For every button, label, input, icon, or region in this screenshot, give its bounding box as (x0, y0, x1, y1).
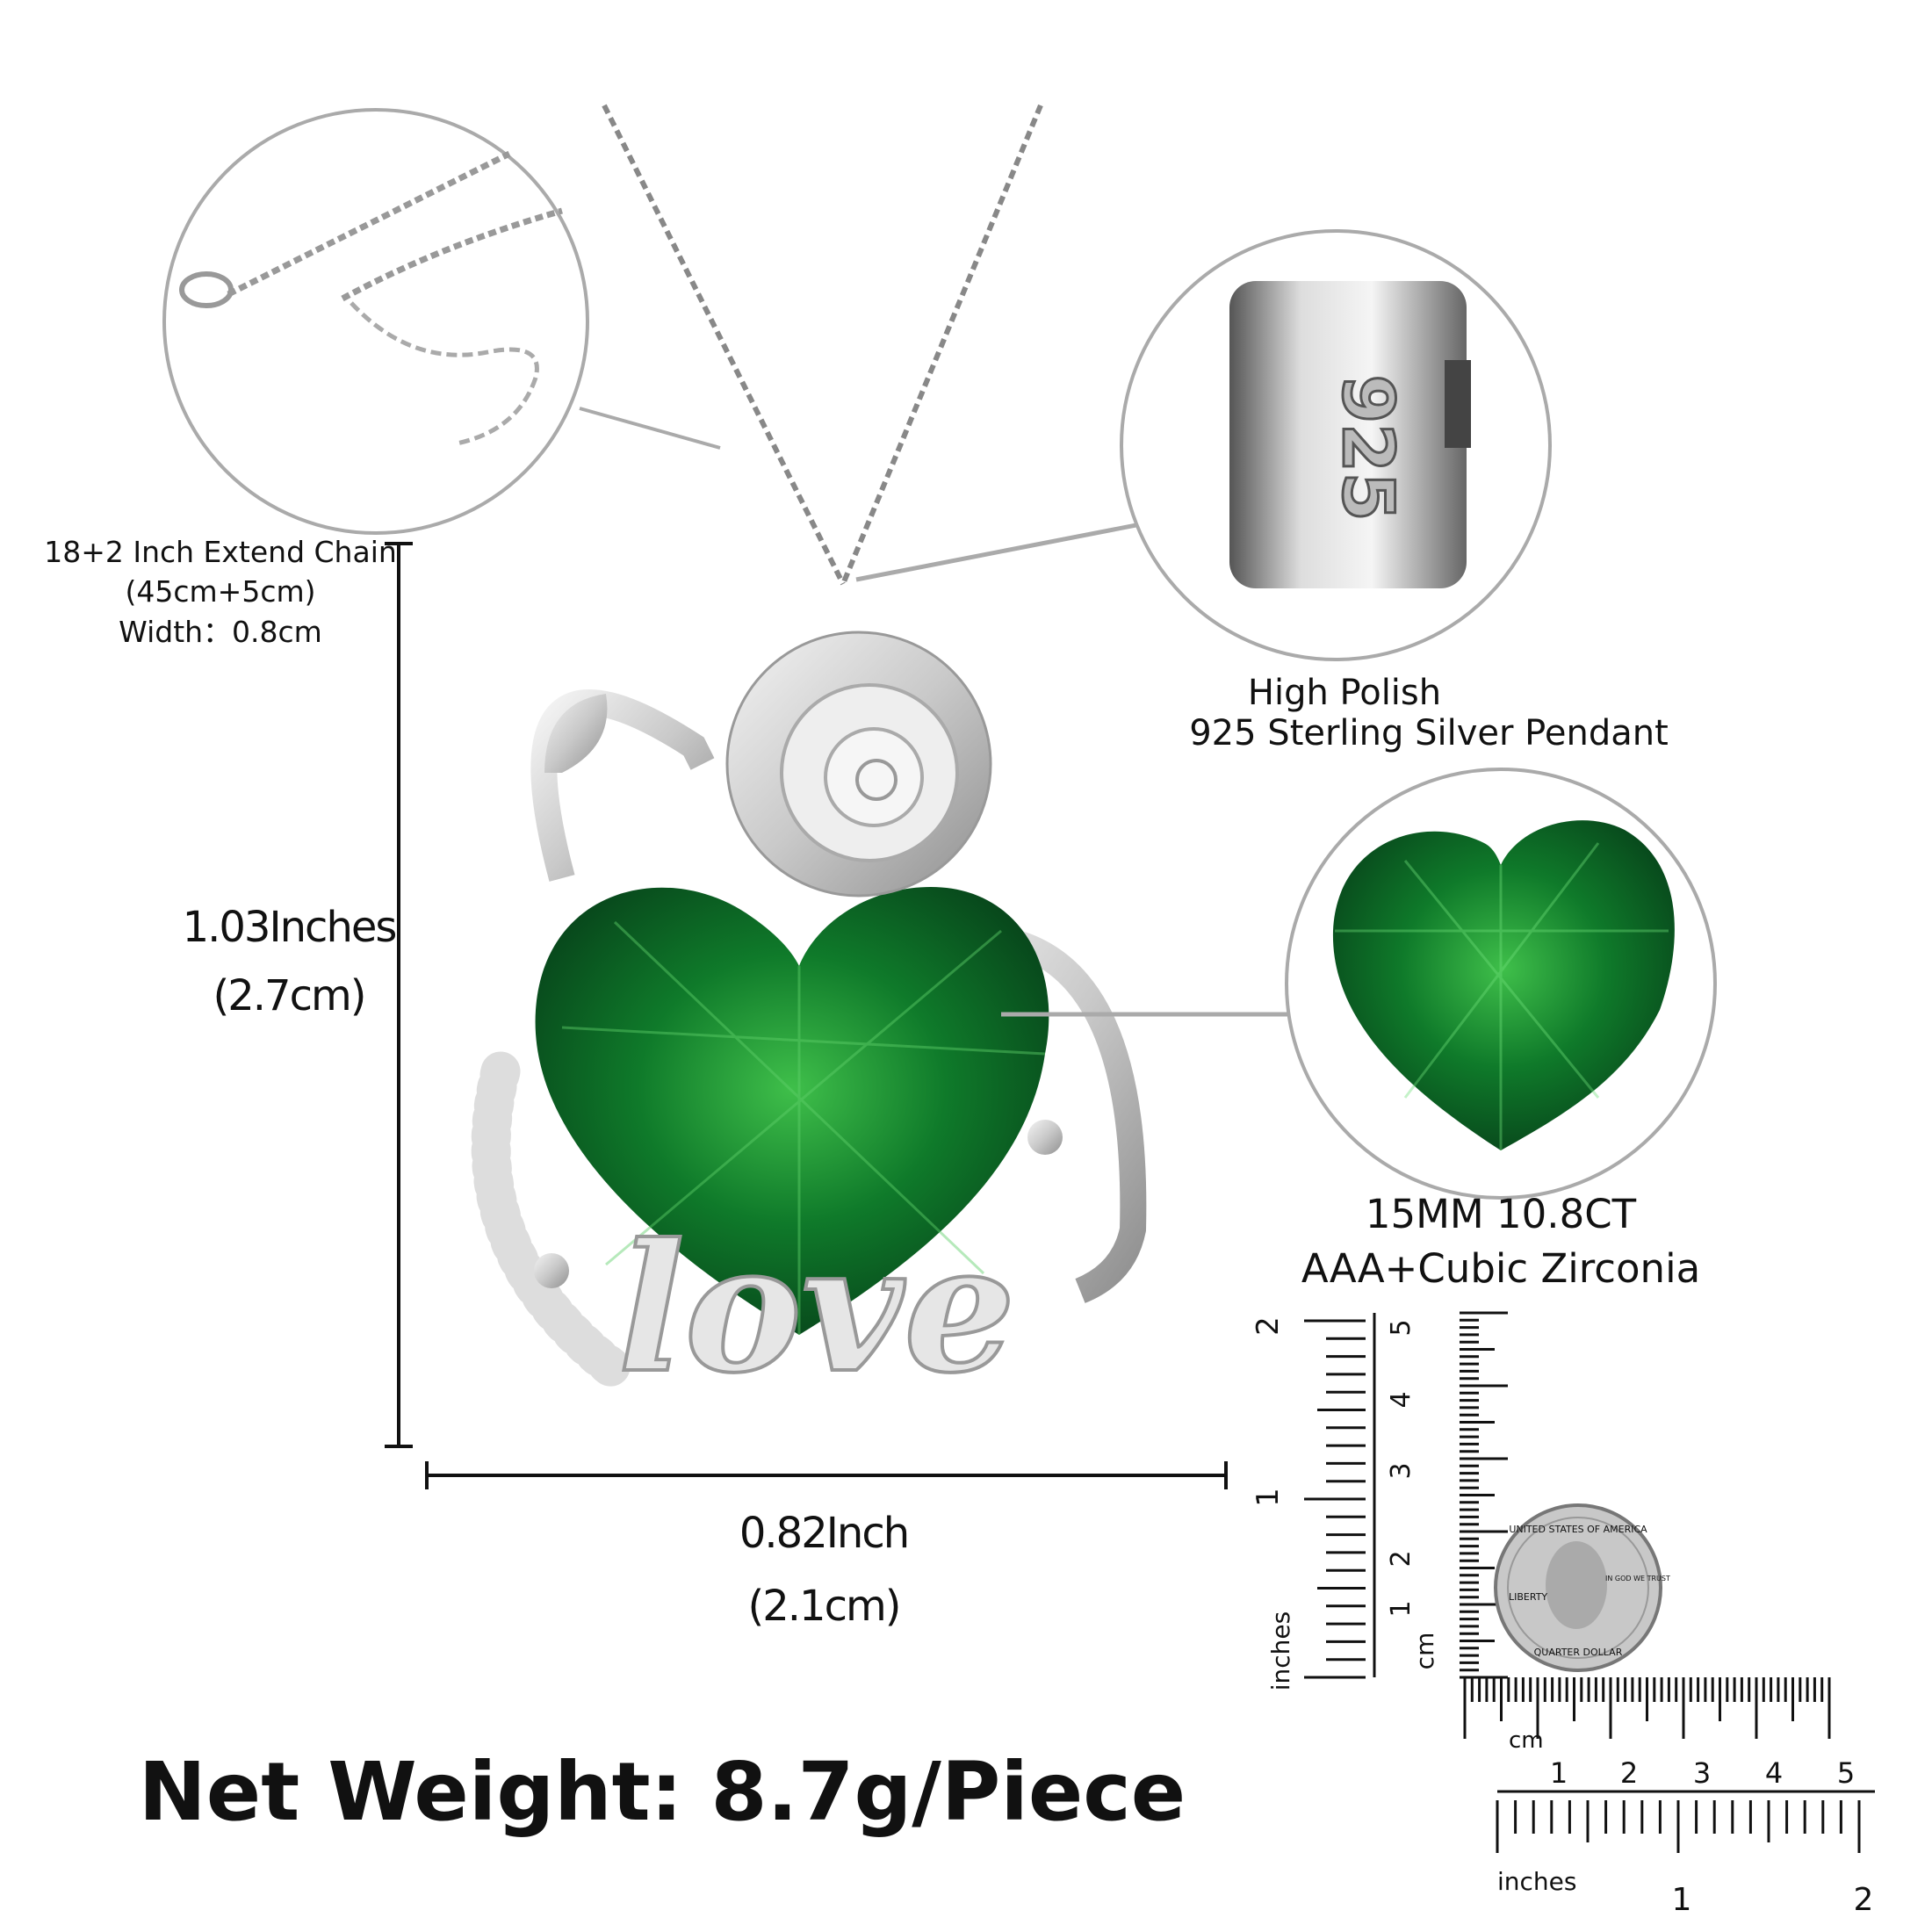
pendant: love (471, 631, 1147, 1414)
h-inch-label-2: 2 (1854, 1882, 1874, 1918)
chain-detail-callout (162, 108, 721, 535)
gem-size-label: 15MM 10.8CT (1366, 1191, 1637, 1237)
v-cm-label-4: 4 (1386, 1391, 1417, 1408)
gem-detail-callout (1001, 768, 1717, 1200)
height-inches-label: 1.03Inches (183, 903, 396, 952)
v-inch-label-1: 1 (1251, 1488, 1286, 1507)
coin-motto-text: IN GOD WE TRUST (1605, 1575, 1670, 1582)
chain-width-label: Width：0.8cm (119, 615, 322, 649)
h-cm-label-4: 4 (1765, 1756, 1783, 1790)
gem-type-label: AAA+Cubic Zirconia (1301, 1245, 1700, 1292)
box-chain (602, 104, 1043, 586)
lobster-clasp-icon (179, 271, 234, 308)
v-cm-label-5: 5 (1386, 1319, 1417, 1336)
h-cm-unit: cm (1509, 1727, 1544, 1754)
h-inch-unit: inches (1497, 1867, 1576, 1896)
v-inch-label-2: 2 (1251, 1316, 1286, 1336)
chain-length-cm-label: (45cm+5cm) (126, 574, 316, 609)
h-cm-label-3: 3 (1693, 1756, 1711, 1790)
h-cm-label-2: 2 (1620, 1756, 1638, 1790)
finish-label: High Polish (1248, 673, 1441, 713)
v-cm-label-1: 1 (1386, 1600, 1417, 1617)
925-stamp: 925 (1327, 375, 1409, 522)
heart-gem (535, 887, 1049, 1335)
chain-length-label: 18+2 Inch Extend Chain (44, 535, 397, 569)
net-weight-label: Net Weight: 8.7g/Piece (139, 1745, 1186, 1839)
height-dimension-line (385, 542, 413, 1448)
love-script-text: love (618, 1206, 1016, 1412)
material-label: 925 Sterling Silver Pendant (1189, 713, 1669, 753)
coin-top-text: UNITED STATES OF AMERICA (1509, 1524, 1647, 1535)
height-cm-label: (2.7cm) (213, 971, 365, 1020)
width-inches-label: 0.82Inch (739, 1509, 908, 1558)
v-inch-unit: inches (1266, 1611, 1295, 1690)
h-cm-label-1: 1 (1550, 1756, 1568, 1790)
h-inch-label-1: 1 (1672, 1882, 1692, 1918)
v-cm-unit: cm (1410, 1633, 1439, 1670)
coin-bottom-text: QUARTER DOLLAR (1534, 1647, 1623, 1658)
h-cm-label-5: 5 (1837, 1756, 1855, 1790)
rose-icon (544, 631, 992, 898)
width-dimension-line (425, 1461, 1228, 1489)
width-cm-label: (2.1cm) (748, 1582, 900, 1631)
coin-liberty-text: LIBERTY (1509, 1591, 1547, 1603)
clasp-detail-callout: 925 (855, 229, 1552, 661)
quarter-coin-reference: UNITED STATES OF AMERICA LIBERTY IN GOD … (1494, 1503, 1670, 1672)
v-cm-label-3: 3 (1386, 1462, 1417, 1479)
size-reference-rulers (1304, 1311, 1875, 1853)
v-cm-label-2: 2 (1386, 1550, 1417, 1567)
